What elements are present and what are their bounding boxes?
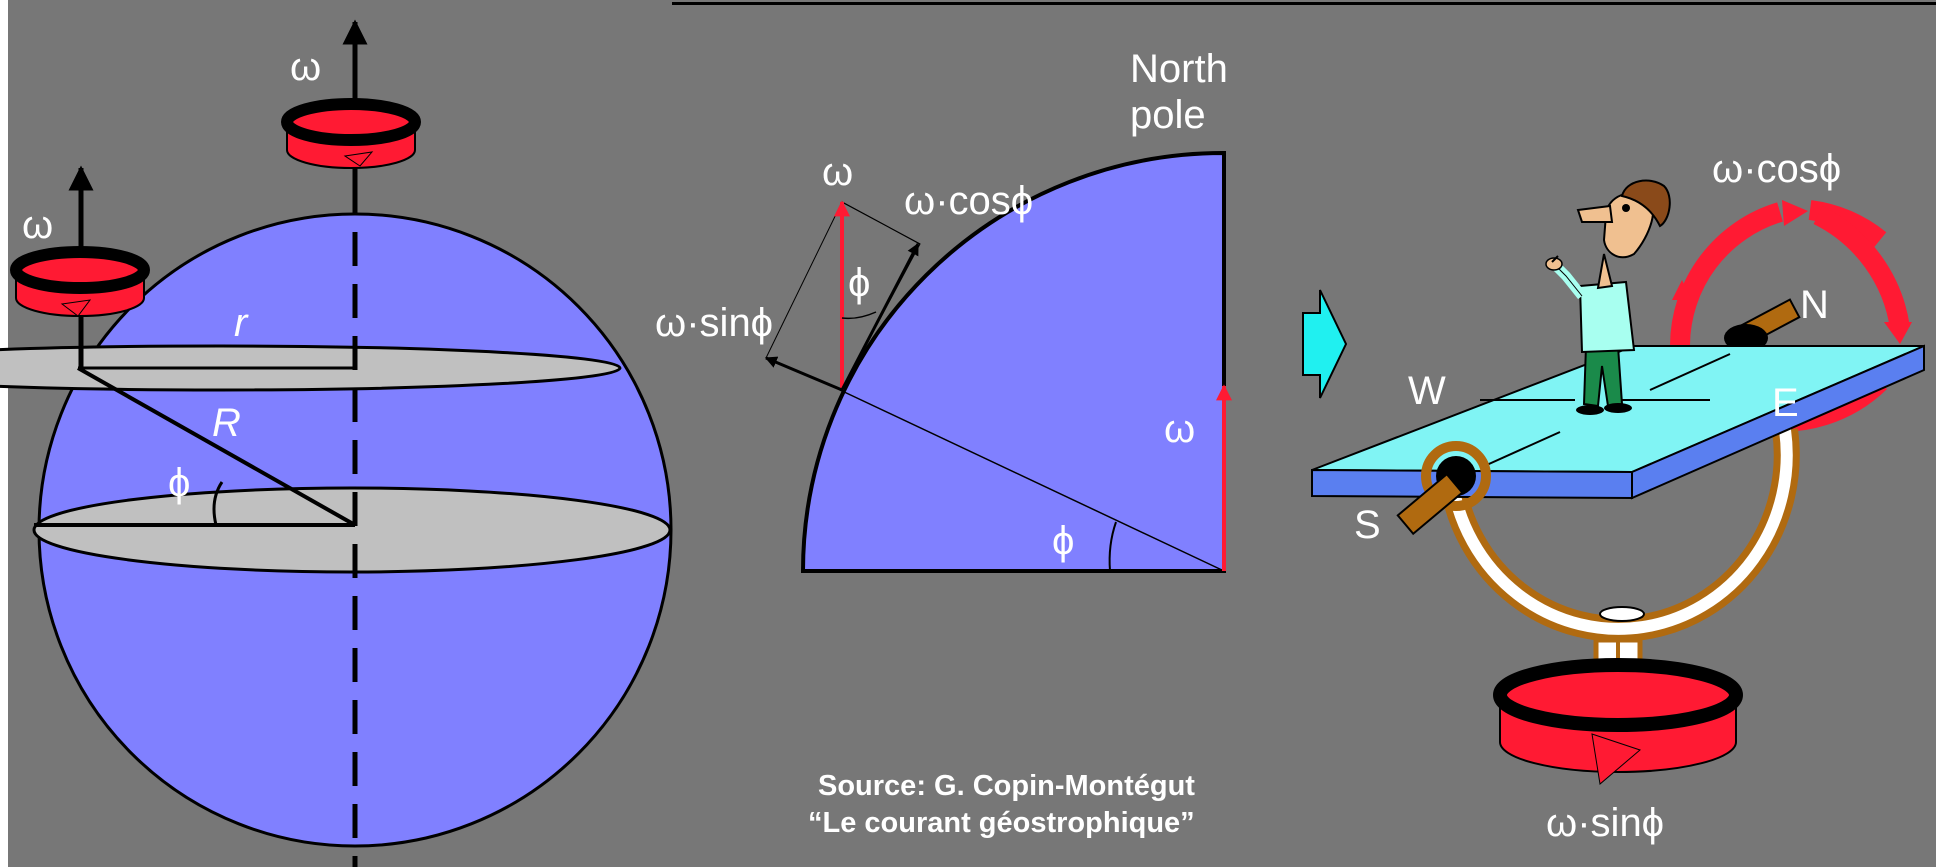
source-line-1: Source: G. Copin-Montégut xyxy=(818,770,1195,802)
north-label: N xyxy=(1800,283,1829,327)
parallelogram-left-edge xyxy=(765,201,843,359)
quarter-earth xyxy=(800,150,1226,573)
r-label: r xyxy=(234,301,249,345)
support-ring xyxy=(1599,606,1645,622)
omega-cos-right-label: ω·cosϕ xyxy=(1712,147,1841,191)
platform-line-ns-2 xyxy=(1649,353,1731,391)
omega-top-label: ω xyxy=(290,45,321,89)
omega-sin-arrow xyxy=(764,356,843,392)
south-pivot-ring xyxy=(1421,441,1491,511)
phi-label-left: ϕ xyxy=(168,461,190,505)
source-line-2: “Le courant géostrophique” xyxy=(808,807,1195,839)
omega-local-label: ω xyxy=(822,150,853,194)
omega-cos-arrow xyxy=(840,242,920,391)
R-label: R xyxy=(212,401,241,445)
earth-sphere-panel: ω ω r R ϕ xyxy=(0,19,673,867)
south-pivot-rod xyxy=(1396,472,1464,536)
platform-line-ns-1 xyxy=(1479,431,1561,469)
bottom-rotation-ring xyxy=(1493,658,1743,785)
phi-angle-arc-top xyxy=(841,311,877,320)
east-label: E xyxy=(1772,381,1799,425)
phi-top-label: ϕ xyxy=(848,261,870,305)
platform-side xyxy=(1631,344,1925,500)
phi-angle-arc xyxy=(212,481,224,526)
south-label: S xyxy=(1354,503,1381,547)
top-border-line xyxy=(672,2,1936,5)
north-pole-label-1: North xyxy=(1130,47,1228,91)
platform-panel: ω·cosϕ ω·sinϕ N W E S xyxy=(1302,147,1925,845)
quarter-section-panel: North pole ω ω·cosϕ ϕ ω·sinϕ ω ϕ Source:… xyxy=(655,47,1232,839)
radius-R-line xyxy=(77,366,356,527)
omega-cos-label: ω·cosϕ xyxy=(904,179,1033,223)
top-rotation-ring xyxy=(281,98,421,169)
west-label: W xyxy=(1408,369,1446,413)
omega-sin-right-label: ω·sinϕ xyxy=(1546,801,1664,845)
north-pole-label-2: pole xyxy=(1130,93,1206,137)
omega-left-label: ω xyxy=(22,203,53,247)
omega-axis-label: ω xyxy=(1164,407,1195,451)
phi-base-label: ϕ xyxy=(1052,519,1074,563)
parallelogram-top-edge xyxy=(841,201,921,245)
transition-arrow xyxy=(1302,289,1348,399)
local-rotation-ring xyxy=(10,246,150,317)
support-arc-inner xyxy=(1446,429,1793,635)
equator-disc xyxy=(32,486,672,574)
observer-figure xyxy=(1545,179,1671,415)
surface-to-center-line xyxy=(839,389,1225,572)
phi-angle-arc-base xyxy=(1108,521,1117,572)
omega-sin-label: ω·sinϕ xyxy=(655,301,773,345)
